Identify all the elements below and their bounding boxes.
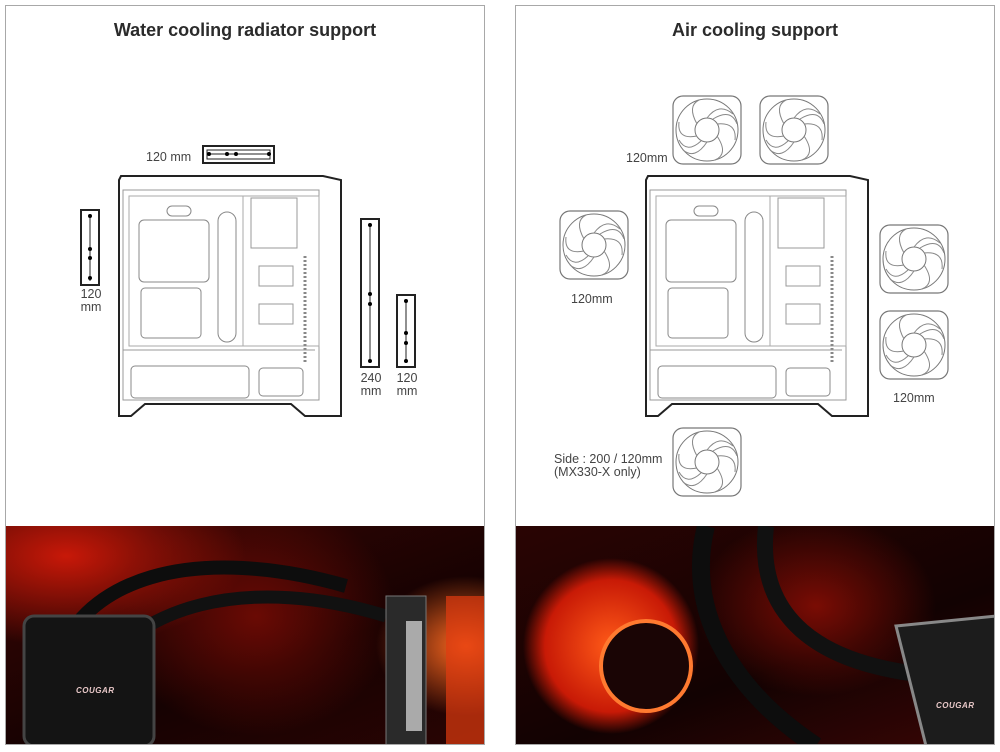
front-fan-icon: [559, 210, 629, 280]
rear-240-size: 240: [360, 371, 382, 385]
water-cooling-diagram: [80, 145, 416, 418]
fan-and-tubes-illustration: [599, 523, 994, 744]
top-fan-1-icon: [672, 95, 742, 165]
rear-120-size: 120: [396, 371, 418, 385]
cougar-logo: COUGAR: [76, 686, 115, 695]
top-fan-label: 120mm: [626, 151, 668, 165]
side-fan-icon: [672, 427, 742, 497]
side-fan-label: Side : 200 / 120mm (MX330-X only): [554, 453, 662, 479]
front-radiator-icon: [80, 209, 100, 286]
case-drawing: [644, 174, 870, 418]
rear-fan-1-icon: [879, 224, 949, 294]
pump-and-tubes-illustration: [22, 560, 484, 744]
rear-240-unit: mm: [360, 384, 382, 398]
rear-120-label: 120 mm: [393, 372, 421, 398]
rear-240-radiator-icon: [360, 218, 380, 368]
water-cooling-panel: Water cooling radiator support 120 mm 12…: [5, 5, 485, 745]
top-radiator-icon: [202, 145, 275, 164]
cougar-logo: COUGAR: [936, 701, 975, 710]
top-radiator-label: 120 mm: [146, 150, 192, 164]
case-drawing: [117, 174, 343, 418]
top-fan-2-icon: [759, 95, 829, 165]
rear-fan-label: 120mm: [893, 391, 935, 405]
front-unit: mm: [80, 300, 102, 314]
side-fan-note: (MX330-X only): [554, 465, 641, 479]
rear-120-unit: mm: [396, 384, 418, 398]
rear-240-label: 240 mm: [357, 372, 385, 398]
air-cooling-diagram: [559, 95, 949, 497]
water-cooling-photo: COUGAR: [6, 526, 484, 744]
front-size: 120: [80, 287, 102, 301]
rear-fan-2-icon: [879, 310, 949, 380]
air-cooling-panel: Air cooling support 120mm 120mm 120mm Si…: [515, 5, 995, 745]
water-cooling-title: Water cooling radiator support: [113, 20, 377, 40]
side-fan-size: Side : 200 / 120mm: [554, 452, 663, 466]
front-fan-label: 120mm: [571, 292, 613, 306]
air-cooling-photo: COUGAR: [516, 523, 994, 744]
air-cooling-title: Air cooling support: [672, 20, 838, 40]
rear-120-radiator-icon: [396, 294, 416, 368]
front-radiator-label: 120 mm: [77, 288, 105, 314]
